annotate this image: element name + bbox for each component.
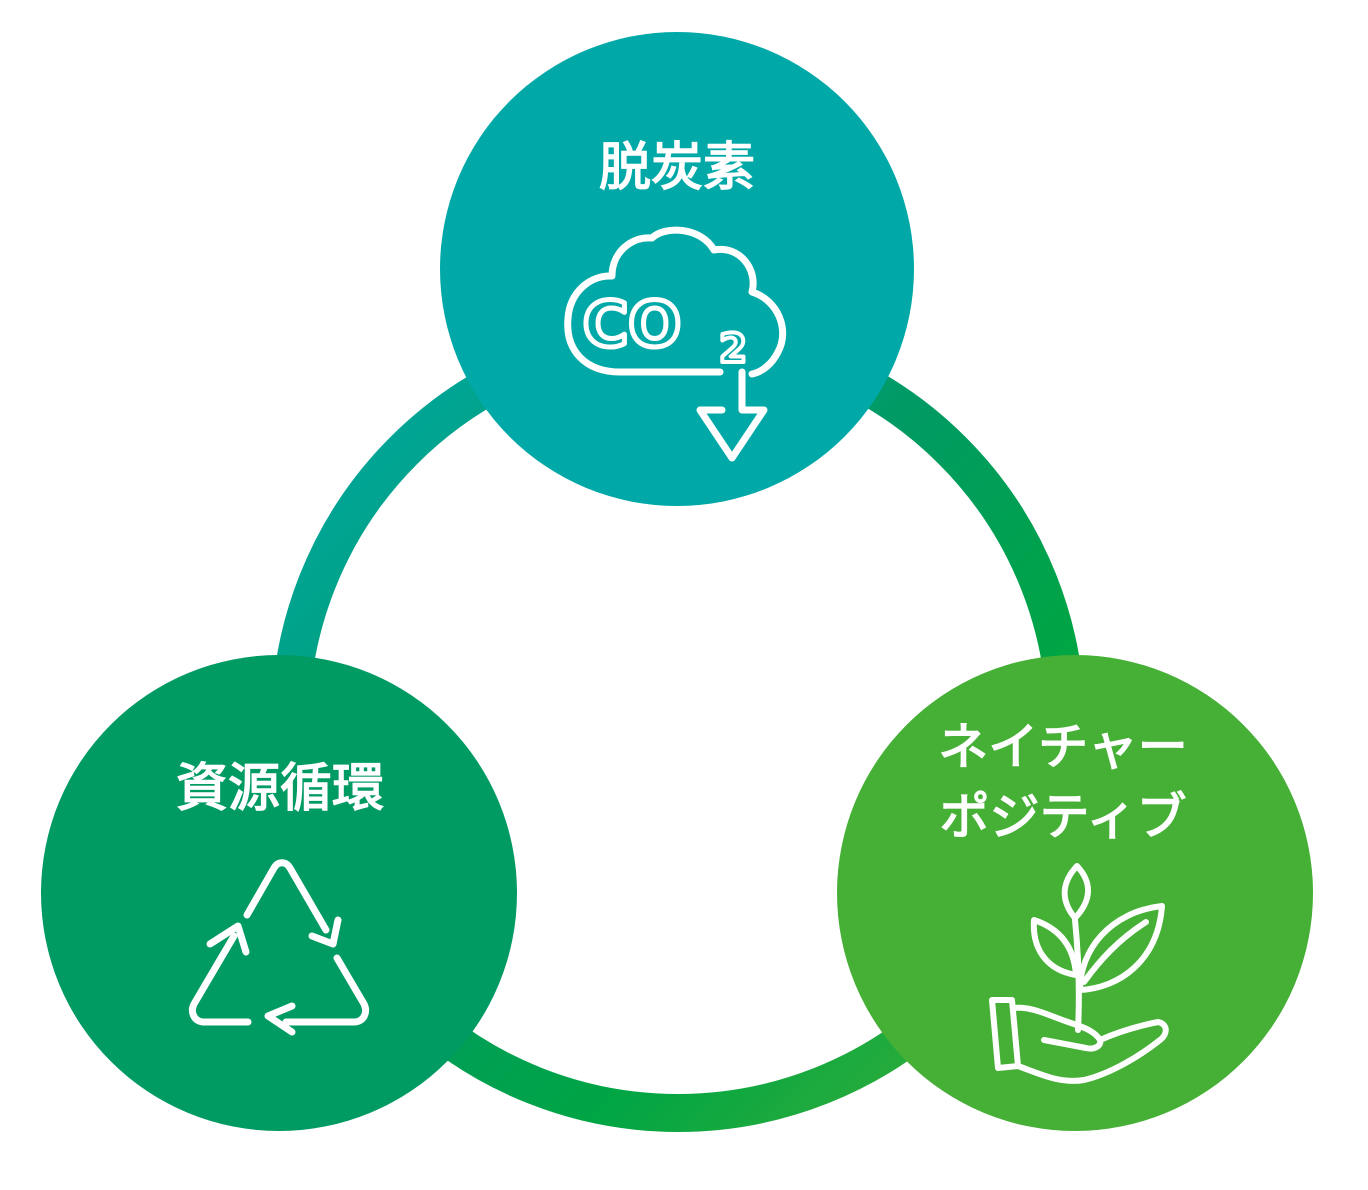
node-nature-positive-label-line2: ポジティブ bbox=[940, 788, 1187, 846]
co2-cloud-down-arrow-icon: CO 2 bbox=[564, 226, 787, 462]
hand-plant-icon bbox=[989, 863, 1169, 1084]
node-nature-positive-circle bbox=[837, 655, 1313, 1131]
node-resource-circulation-label: 資源循環 bbox=[176, 759, 384, 819]
node-decarbonization-label: 脱炭素 bbox=[599, 138, 755, 198]
co2-text: CO bbox=[583, 288, 681, 361]
node-nature-positive-label-line1: ネイチャー bbox=[938, 718, 1188, 776]
node-nature-positive: ネイチャー ポジティブ bbox=[837, 655, 1313, 1131]
recycle-icon bbox=[188, 859, 370, 1036]
node-decarbonization: 脱炭素 CO 2 bbox=[440, 32, 914, 506]
node-resource-circulation-circle bbox=[41, 655, 517, 1131]
node-decarbonization-circle bbox=[440, 32, 914, 506]
co2-subscript: 2 bbox=[719, 326, 747, 372]
node-resource-circulation: 資源循環 bbox=[41, 655, 517, 1131]
